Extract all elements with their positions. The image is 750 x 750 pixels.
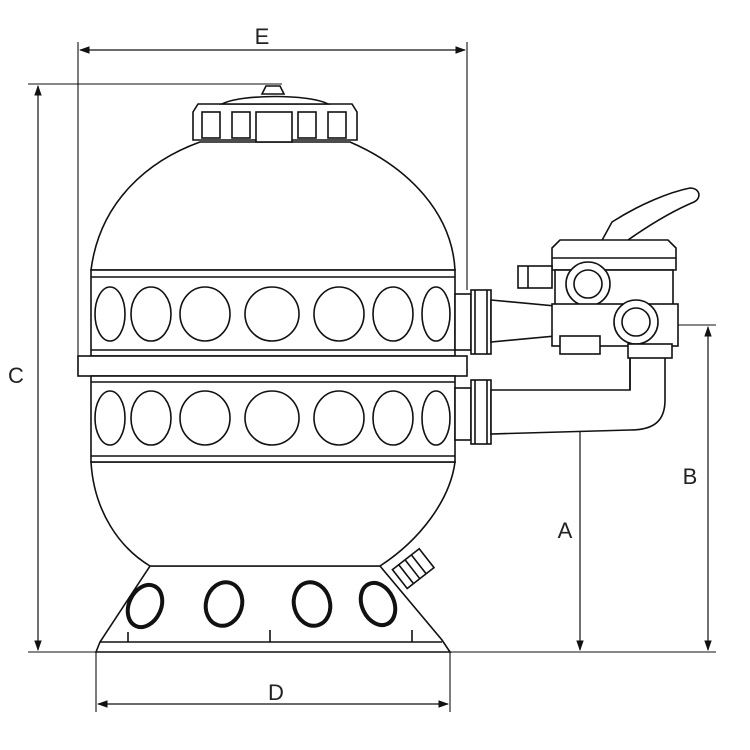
filter-tank xyxy=(77,141,468,567)
base-hole xyxy=(203,580,245,628)
label-d: D xyxy=(268,680,284,705)
base-hole xyxy=(291,580,333,628)
filter-lid xyxy=(192,85,358,143)
label-a: A xyxy=(558,518,573,543)
drain-plug xyxy=(391,547,436,590)
pipe-connections xyxy=(454,289,666,445)
upper-oval-row xyxy=(94,286,451,342)
filter-base xyxy=(94,565,452,653)
base-hole xyxy=(125,582,165,630)
base-hole xyxy=(358,580,398,628)
label-e: E xyxy=(255,24,270,49)
label-c: C xyxy=(8,363,24,388)
multiport-valve xyxy=(517,187,700,359)
dimension-lines xyxy=(28,42,716,712)
label-b: B xyxy=(683,464,698,489)
lower-oval-row xyxy=(94,390,451,446)
